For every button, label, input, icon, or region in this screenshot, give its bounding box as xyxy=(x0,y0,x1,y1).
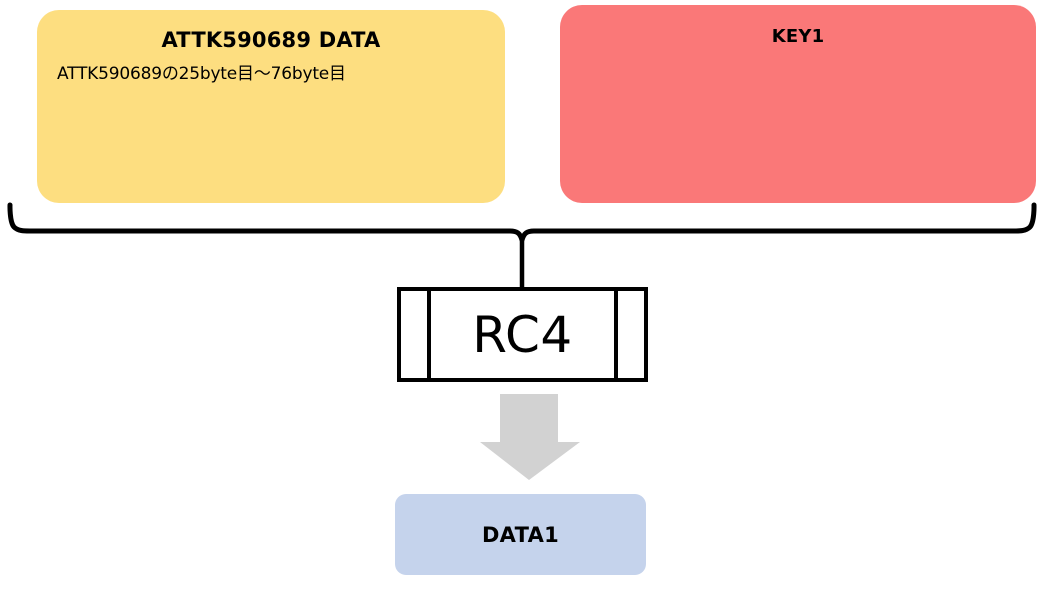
process-box-rc4[interactable]: RC4 xyxy=(397,287,648,382)
output-box-data1[interactable]: DATA1 xyxy=(395,494,646,575)
process-bar-left xyxy=(427,291,431,378)
input-box-key[interactable]: KEY1 xyxy=(560,5,1036,203)
process-box-rc4-label: RC4 xyxy=(472,305,573,364)
output-box-data1-label: DATA1 xyxy=(481,522,560,547)
input-box-data-title: ATTK590689 DATA xyxy=(161,28,381,52)
down-arrow-icon xyxy=(480,394,580,480)
flow-arrow-down xyxy=(470,392,590,486)
input-box-key-title: KEY1 xyxy=(771,26,825,47)
input-box-data-subtitle: ATTK590689の25byte目〜76byte目 xyxy=(57,64,346,84)
input-box-data[interactable]: ATTK590689 DATA ATTK590689の25byte目〜76byt… xyxy=(37,10,505,203)
process-bar-right xyxy=(614,291,618,378)
curly-brace-icon xyxy=(7,202,1037,288)
brace-connector xyxy=(0,196,1056,296)
